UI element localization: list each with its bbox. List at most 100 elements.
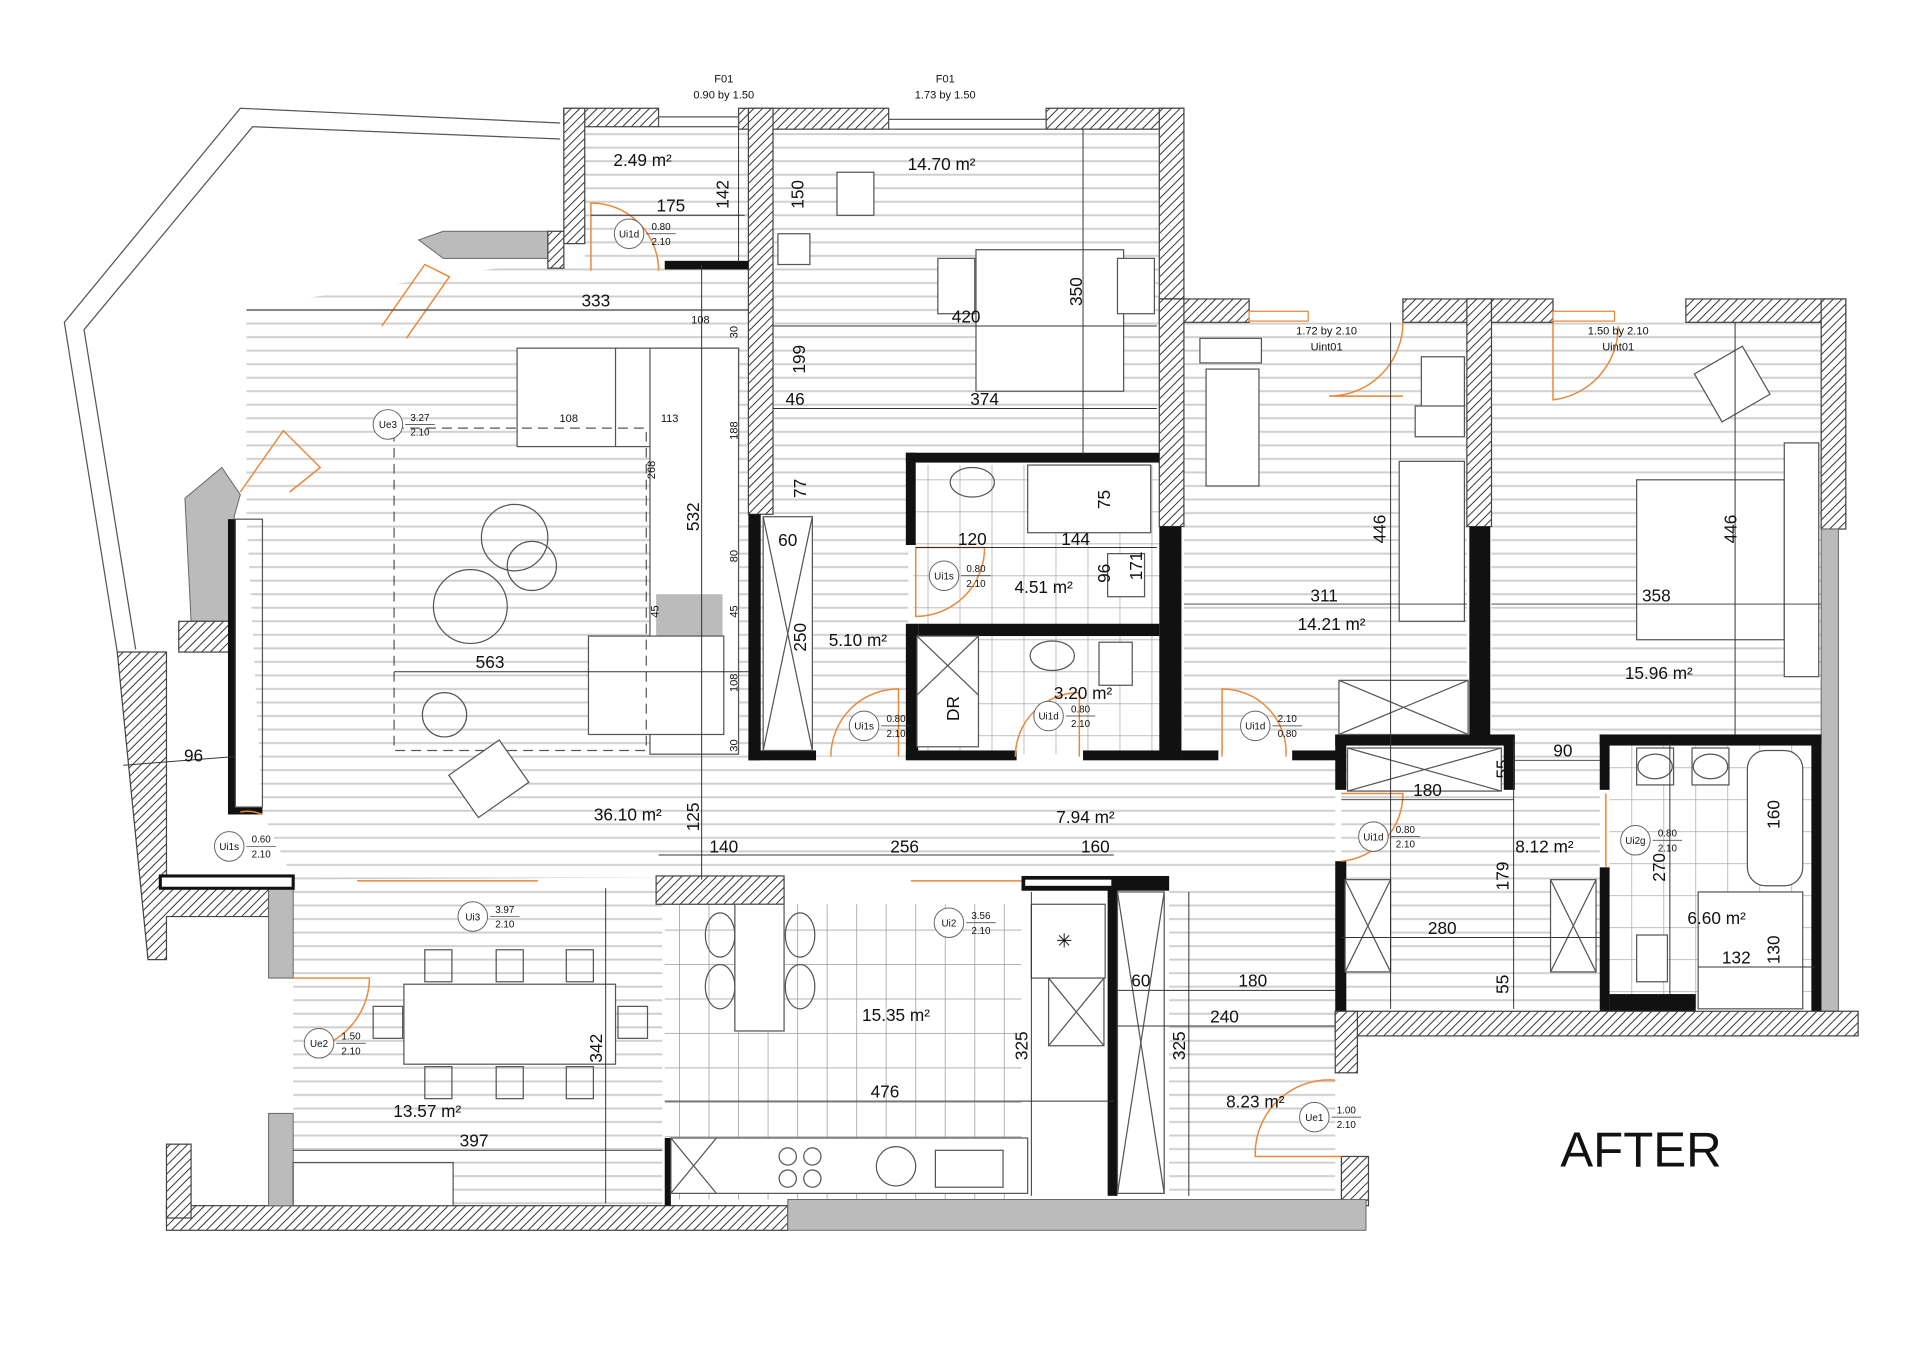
kitchen-island	[734, 903, 785, 1032]
dimension-label: 80	[728, 550, 740, 562]
dimension-label: 140	[709, 837, 738, 857]
dimension-label: 142	[713, 180, 733, 209]
dimension-label: 532	[683, 502, 703, 531]
door-width: 2.10	[1278, 714, 1298, 725]
dimension-label: 125	[683, 803, 703, 832]
door-width: 0.80	[651, 222, 671, 233]
door-height: 2.10	[886, 729, 906, 740]
door-width: 0.80	[1396, 825, 1416, 836]
door-tag-circle	[303, 1028, 335, 1059]
dimension-label: 256	[890, 837, 919, 857]
door-tag-circle	[1358, 821, 1389, 852]
dimension-label: 180	[1413, 780, 1442, 800]
armchair-2	[1693, 345, 1771, 423]
door-tag-code: Ui1s	[854, 722, 874, 733]
door-tag-circle	[933, 907, 965, 938]
dimension-label: 171	[1126, 552, 1146, 581]
double-bed	[975, 249, 1125, 392]
balcony-outline	[63, 107, 561, 653]
door-tag-code: Ue3	[379, 420, 398, 431]
dimension-label: 55	[1493, 759, 1513, 778]
dimension-label: 120	[958, 529, 987, 549]
dimension-label: 199	[789, 345, 809, 374]
door-width: 3.56	[971, 911, 991, 922]
door-tag-code: Ui3	[465, 912, 480, 923]
room-area-label: 5.10 m²	[829, 630, 888, 650]
dimension-label: 270	[1649, 853, 1669, 882]
door-tag-circle	[457, 901, 489, 932]
dimension-label: 96	[1094, 564, 1114, 583]
dimension-label: 311	[1310, 586, 1337, 606]
dimension-label: 60	[1131, 971, 1150, 991]
dressing-room-label: DR	[943, 696, 963, 721]
floor-entry	[1169, 888, 1336, 1200]
door-tag-circle	[928, 560, 960, 592]
door-tags: Ui1d0.802.10Ue33.272.10Ui1s0.802.10Ui1s0…	[213, 218, 1683, 1133]
dimension-label: 175	[657, 196, 686, 216]
dimension-lines	[123, 126, 1822, 1204]
door-tag-code: Ui1d	[1363, 832, 1383, 843]
room-area-label: 3.20 m²	[1054, 683, 1113, 703]
dimension-label: 113	[661, 413, 679, 425]
dimension-label: 150	[788, 180, 808, 209]
door-width: 3.27	[410, 413, 429, 424]
dimension-label: 75	[1094, 490, 1114, 509]
window-label: 1.72 by 2.10	[1296, 326, 1357, 338]
room-area-label: 14.21 m²	[1298, 614, 1366, 634]
dimension-label: 55	[1493, 975, 1513, 994]
dimension-label: 96	[184, 746, 203, 766]
door-tag-code: Ui2g	[1625, 836, 1645, 847]
door-height: 2.10	[252, 850, 272, 861]
dimension-label: 160	[1763, 800, 1783, 829]
couch	[1398, 460, 1466, 622]
dimension-label: 108	[728, 674, 740, 692]
room-area-label: 7.94 m²	[1056, 807, 1115, 827]
window-label: 0.90 by 1.50	[693, 89, 754, 101]
door-height: 2.10	[971, 926, 991, 937]
dimension-label: 130	[1763, 935, 1783, 964]
dimension-label: 45	[728, 605, 740, 617]
door-tag: Ui1s 0.80 2.10	[848, 710, 911, 742]
door-tag-circle	[1033, 700, 1064, 732]
plan-title: AFTER	[1560, 1122, 1721, 1177]
desk-chair	[836, 171, 875, 216]
door-tag-code: Ui1d	[1245, 722, 1265, 733]
bathtub-2	[1746, 749, 1804, 887]
dimension-label: 358	[1642, 586, 1671, 606]
window-label: F01	[936, 73, 955, 85]
dimension-label: 333	[581, 290, 610, 310]
dimension-label: 60	[778, 530, 797, 550]
dimension-label: 397	[460, 1131, 489, 1151]
window-label: Uint01	[1602, 342, 1634, 354]
double-bed-2	[1636, 479, 1785, 641]
room-area-label: 14.70 m²	[908, 154, 976, 174]
room-area-label: 13.57 m²	[393, 1101, 461, 1121]
dimension-label: 325	[1012, 1031, 1032, 1060]
door-height: 2.10	[1396, 840, 1416, 851]
room-area-label: 6.60 m²	[1687, 908, 1746, 928]
door-width: 0.80	[886, 714, 906, 725]
door-width: 0.80	[1071, 704, 1091, 715]
dimension-label: 46	[786, 389, 805, 409]
dimension-label: 446	[1370, 515, 1390, 544]
door-tag-circle	[372, 409, 404, 440]
door-tag-code: Ui1s	[219, 842, 239, 853]
single-bed	[1205, 368, 1260, 487]
door-height: 2.10	[1658, 843, 1678, 854]
door-height: 2.10	[651, 237, 671, 248]
door-tag-code: Ui1d	[1038, 712, 1058, 723]
window-label: F01	[714, 73, 733, 85]
dimension-label: 180	[1238, 971, 1267, 991]
door-tag-code: Ui1s	[934, 571, 954, 582]
dimension-label: 446	[1720, 515, 1740, 544]
